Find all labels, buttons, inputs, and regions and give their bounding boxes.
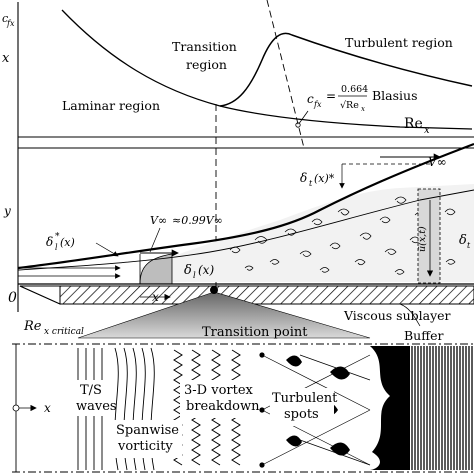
delta-t-star-subscript: t [309, 179, 313, 188]
re-critical-symbol: Re [23, 319, 42, 334]
delta-l-star-arg: (x) [60, 236, 75, 249]
spots-label-2: spots [284, 407, 319, 422]
turbulent-start-line [266, 0, 305, 149]
buffer-label: Buffer [404, 328, 444, 343]
cf-axis-x-label: x [2, 51, 10, 66]
y-axis-label: y [3, 204, 11, 218]
blasius-denominator: √Re [340, 100, 359, 111]
flat-plate [19, 285, 474, 305]
cf-axis-subscript: fx [6, 19, 15, 28]
v-inf-left-label: V∞ [150, 214, 167, 227]
turbulent-eddies-region [140, 184, 474, 282]
spots-label-1: Turbulent [272, 391, 338, 406]
turbulent-profile-box [417, 188, 441, 284]
blasius-label: Blasius [372, 88, 418, 103]
transition-fan [77, 291, 371, 339]
delta-t-star-arg: (x)* [314, 172, 335, 185]
origin-label: 0 [8, 290, 17, 306]
laminar-region-label: Laminar region [62, 98, 160, 113]
delta-l-star-symbol: δ [46, 235, 53, 249]
plan-view-panel: Re x critical Transition point Viscous s… [12, 286, 474, 473]
mean-velocity-label: ū(x,t) [417, 226, 428, 252]
turbulent-spot-dots [259, 352, 265, 468]
displacement-thickness-curve [17, 189, 474, 271]
ts-label-1: T/S [80, 383, 102, 398]
fully-turbulent-streaks [410, 346, 474, 470]
blasius-cf-symbol: c [307, 92, 314, 106]
delta-l-star-superscript: * [55, 232, 60, 242]
transition-cf-curve [219, 32, 473, 107]
transition-point-marker [210, 286, 218, 294]
merged-turbulence-band [370, 346, 410, 470]
transition-region-label-2: region [186, 57, 227, 72]
approx-099-label: ≈0.99V∞ [172, 214, 223, 227]
blasius-formula: c fx = 0.664 √Re x Blasius [295, 84, 418, 128]
delta-t-right-symbol: δ [459, 233, 467, 248]
transition-point-label: Transition point [202, 325, 308, 340]
delta-l-arg: (x) [198, 263, 214, 277]
re-critical-subscript: x critical [44, 327, 84, 337]
transition-region-label-1: Transition [172, 39, 237, 54]
ts-label-2: waves [76, 399, 117, 414]
turbulent-spot-paths [261, 354, 371, 466]
delta-l-subscript: l [193, 271, 196, 281]
delta-l-star-subscript: l [55, 243, 58, 252]
spanwise-label-1: Spanwise [116, 423, 179, 438]
boundary-layer-edge [17, 142, 474, 270]
v-inf-top-label: V∞ [428, 155, 447, 169]
blasius-equals: = [326, 89, 336, 103]
re-axis-label: Re [404, 116, 423, 132]
blasius-numerator: 0.664 [341, 84, 368, 95]
blasius-cf-subscript: fx [313, 100, 322, 109]
spanwise-label-2: vorticity [117, 439, 173, 454]
viscous-sublayer-label: Viscous sublayer [343, 308, 451, 323]
turbulent-region-label: Turbulent region [345, 35, 453, 50]
boundary-layer-panel: ū(x,t) V∞ δ t (x)* V∞ ≈0.99V∞ δ l * (x) … [3, 142, 474, 306]
blasius-denominator-subscript: x [361, 105, 365, 113]
plan-x-label: x [44, 401, 51, 415]
delta-l-symbol: δ [184, 263, 192, 278]
cf-axis-symbol: c [2, 12, 8, 25]
delta-t-star-symbol: δ [300, 171, 307, 185]
delta-t-right-subscript: t [467, 241, 471, 250]
re-axis-subscript: x [424, 125, 430, 136]
breakdown-label-2: breakdown [186, 399, 260, 414]
breakdown-label-1: 3-D vortex [184, 383, 254, 398]
laminar-velocity-profile [139, 253, 173, 285]
